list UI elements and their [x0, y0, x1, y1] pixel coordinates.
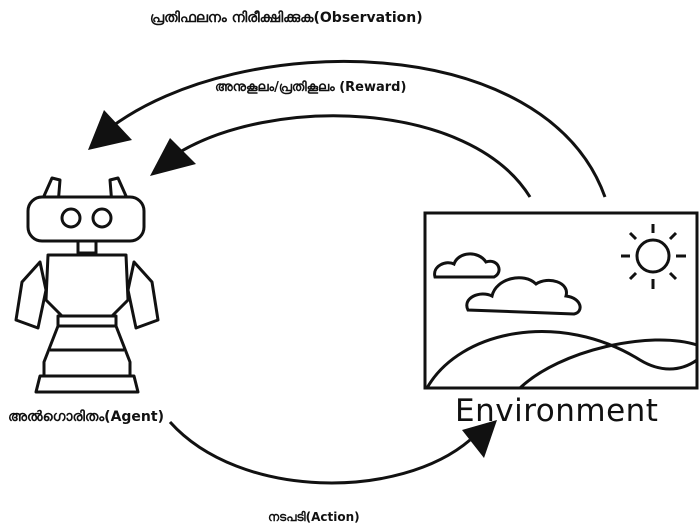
agent-label: അൽഗൊരിതം(Agent)	[8, 409, 164, 425]
reward-arrow	[174, 114, 532, 198]
cloud-icon	[433, 252, 582, 316]
reward-label: അനുകൂലം/പ്രതികൂലം (Reward)	[215, 80, 407, 95]
sun-icon	[621, 224, 686, 289]
reward-arrowhead	[150, 138, 196, 176]
action-arrow	[168, 420, 471, 485]
action-label: നടപടി(Action)	[268, 510, 360, 524]
action-arrowhead	[462, 420, 497, 458]
observation-label: പ്രതിഫലനം നിരീക്ഷിക്കുക(Observation)	[150, 10, 423, 26]
observation-arrow	[109, 59, 607, 198]
robot-icon	[14, 176, 160, 394]
environment-label: Environment	[455, 393, 659, 429]
observation-arrowhead	[88, 110, 132, 150]
